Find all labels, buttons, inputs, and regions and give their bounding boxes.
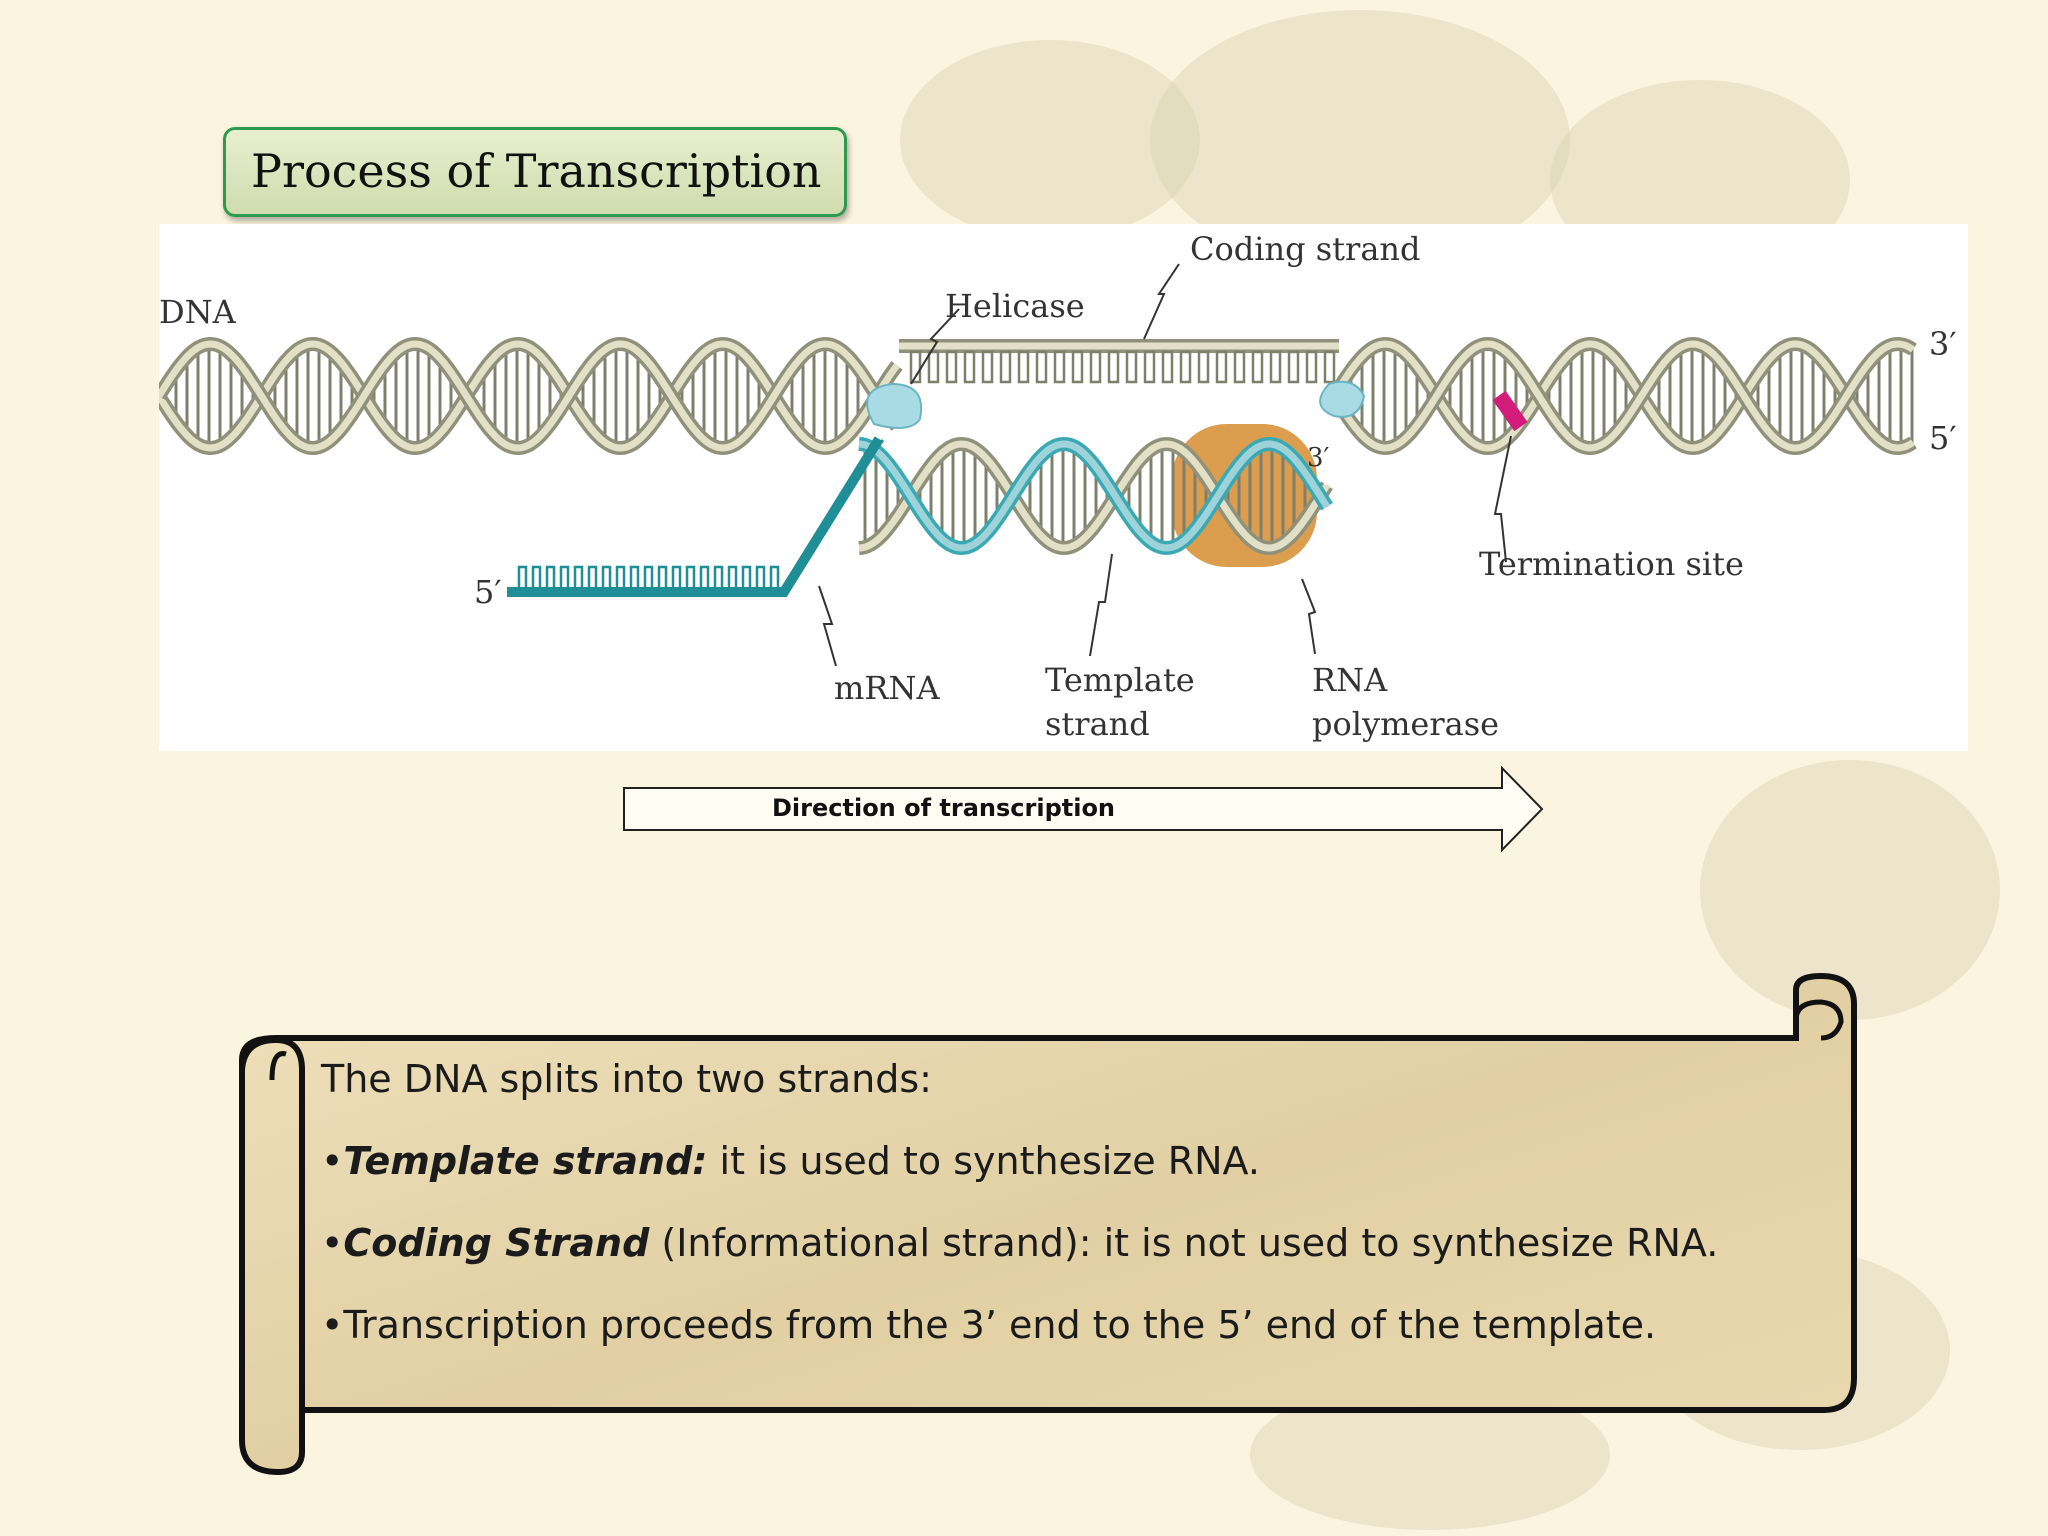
rna-polymerase-label-line1: RNA xyxy=(1312,661,1388,699)
template-pointer xyxy=(1089,553,1113,657)
transcription-diagram: DNA Coding strand Helicase 3′ 5′ 3′ 5′ T… xyxy=(159,224,1968,751)
pointer-lines xyxy=(818,263,1512,667)
termination-pointer xyxy=(1493,435,1512,563)
termination-site-mark xyxy=(1492,390,1528,432)
mrna-pointer xyxy=(818,585,837,667)
dna-base-pairs xyxy=(163,344,1914,448)
bullet-text: (Informational strand): it is not used t… xyxy=(649,1221,1719,1265)
direction-arrow-shape xyxy=(623,765,1544,853)
helicase-right-shape xyxy=(1319,380,1366,418)
dna-strands xyxy=(159,336,1917,456)
bullet-template-strand: •Template strand: it is used to synthesi… xyxy=(321,1136,1791,1186)
helicase-left-shape xyxy=(866,382,923,429)
bullet-coding-strand: •Coding Strand (Informational strand): i… xyxy=(321,1218,1791,1268)
direction-arrow-label: Direction of transcription xyxy=(772,794,1116,822)
mrna-strand xyxy=(507,436,885,597)
template-strand-label-line2: strand xyxy=(1045,705,1150,743)
unwound-region-helix xyxy=(858,436,1333,556)
termination-site-label: Termination site xyxy=(1479,545,1744,583)
coding-strand-segment xyxy=(899,339,1339,384)
three-prime-label-polymerase: 3′ xyxy=(1307,443,1330,473)
intro-line: The DNA splits into two strands: xyxy=(321,1057,932,1101)
template-strand-label-line1: Template xyxy=(1045,661,1195,699)
bullet-bold: Coding Strand xyxy=(343,1221,650,1265)
page-title: Process of Transcription xyxy=(251,144,822,198)
scroll-content: The DNA splits into two strands: •Templa… xyxy=(321,1054,1791,1382)
five-prime-label-right: 5′ xyxy=(1929,419,1957,457)
bullet-text: Transcription proceeds from the 3’ end t… xyxy=(343,1303,1657,1347)
bullet-text: it is used to synthesize RNA. xyxy=(707,1139,1260,1183)
dna-label: DNA xyxy=(159,293,236,331)
helicase-label: Helicase xyxy=(945,287,1085,325)
polymerase-pointer xyxy=(1301,578,1317,655)
helicase-pointer xyxy=(910,308,960,385)
scroll-shape xyxy=(239,972,1857,1476)
bullet-bold: Template strand: xyxy=(343,1139,708,1183)
diagram-artwork xyxy=(159,263,1917,667)
bullet-direction: •Transcription proceeds from the 3’ end … xyxy=(321,1300,1791,1350)
rna-polymerase-label-line2: polymerase xyxy=(1312,705,1500,743)
bullet-mark: • xyxy=(321,1139,344,1183)
coding-strand-pointer xyxy=(1143,263,1180,340)
coding-strand-label: Coding strand xyxy=(1190,230,1421,268)
info-scroll: The DNA splits into two strands: •Templa… xyxy=(236,970,1860,1478)
rna-polymerase-shape xyxy=(1172,424,1317,567)
title-box: Process of Transcription xyxy=(223,127,847,217)
bullet-mark: • xyxy=(321,1221,344,1265)
bullet-mark: • xyxy=(321,1303,344,1347)
mrna-label: mRNA xyxy=(834,669,940,707)
three-prime-label-right: 3′ xyxy=(1929,325,1957,363)
direction-arrow: Direction of transcription xyxy=(622,765,1546,853)
five-prime-label-mrna: 5′ xyxy=(474,573,502,611)
